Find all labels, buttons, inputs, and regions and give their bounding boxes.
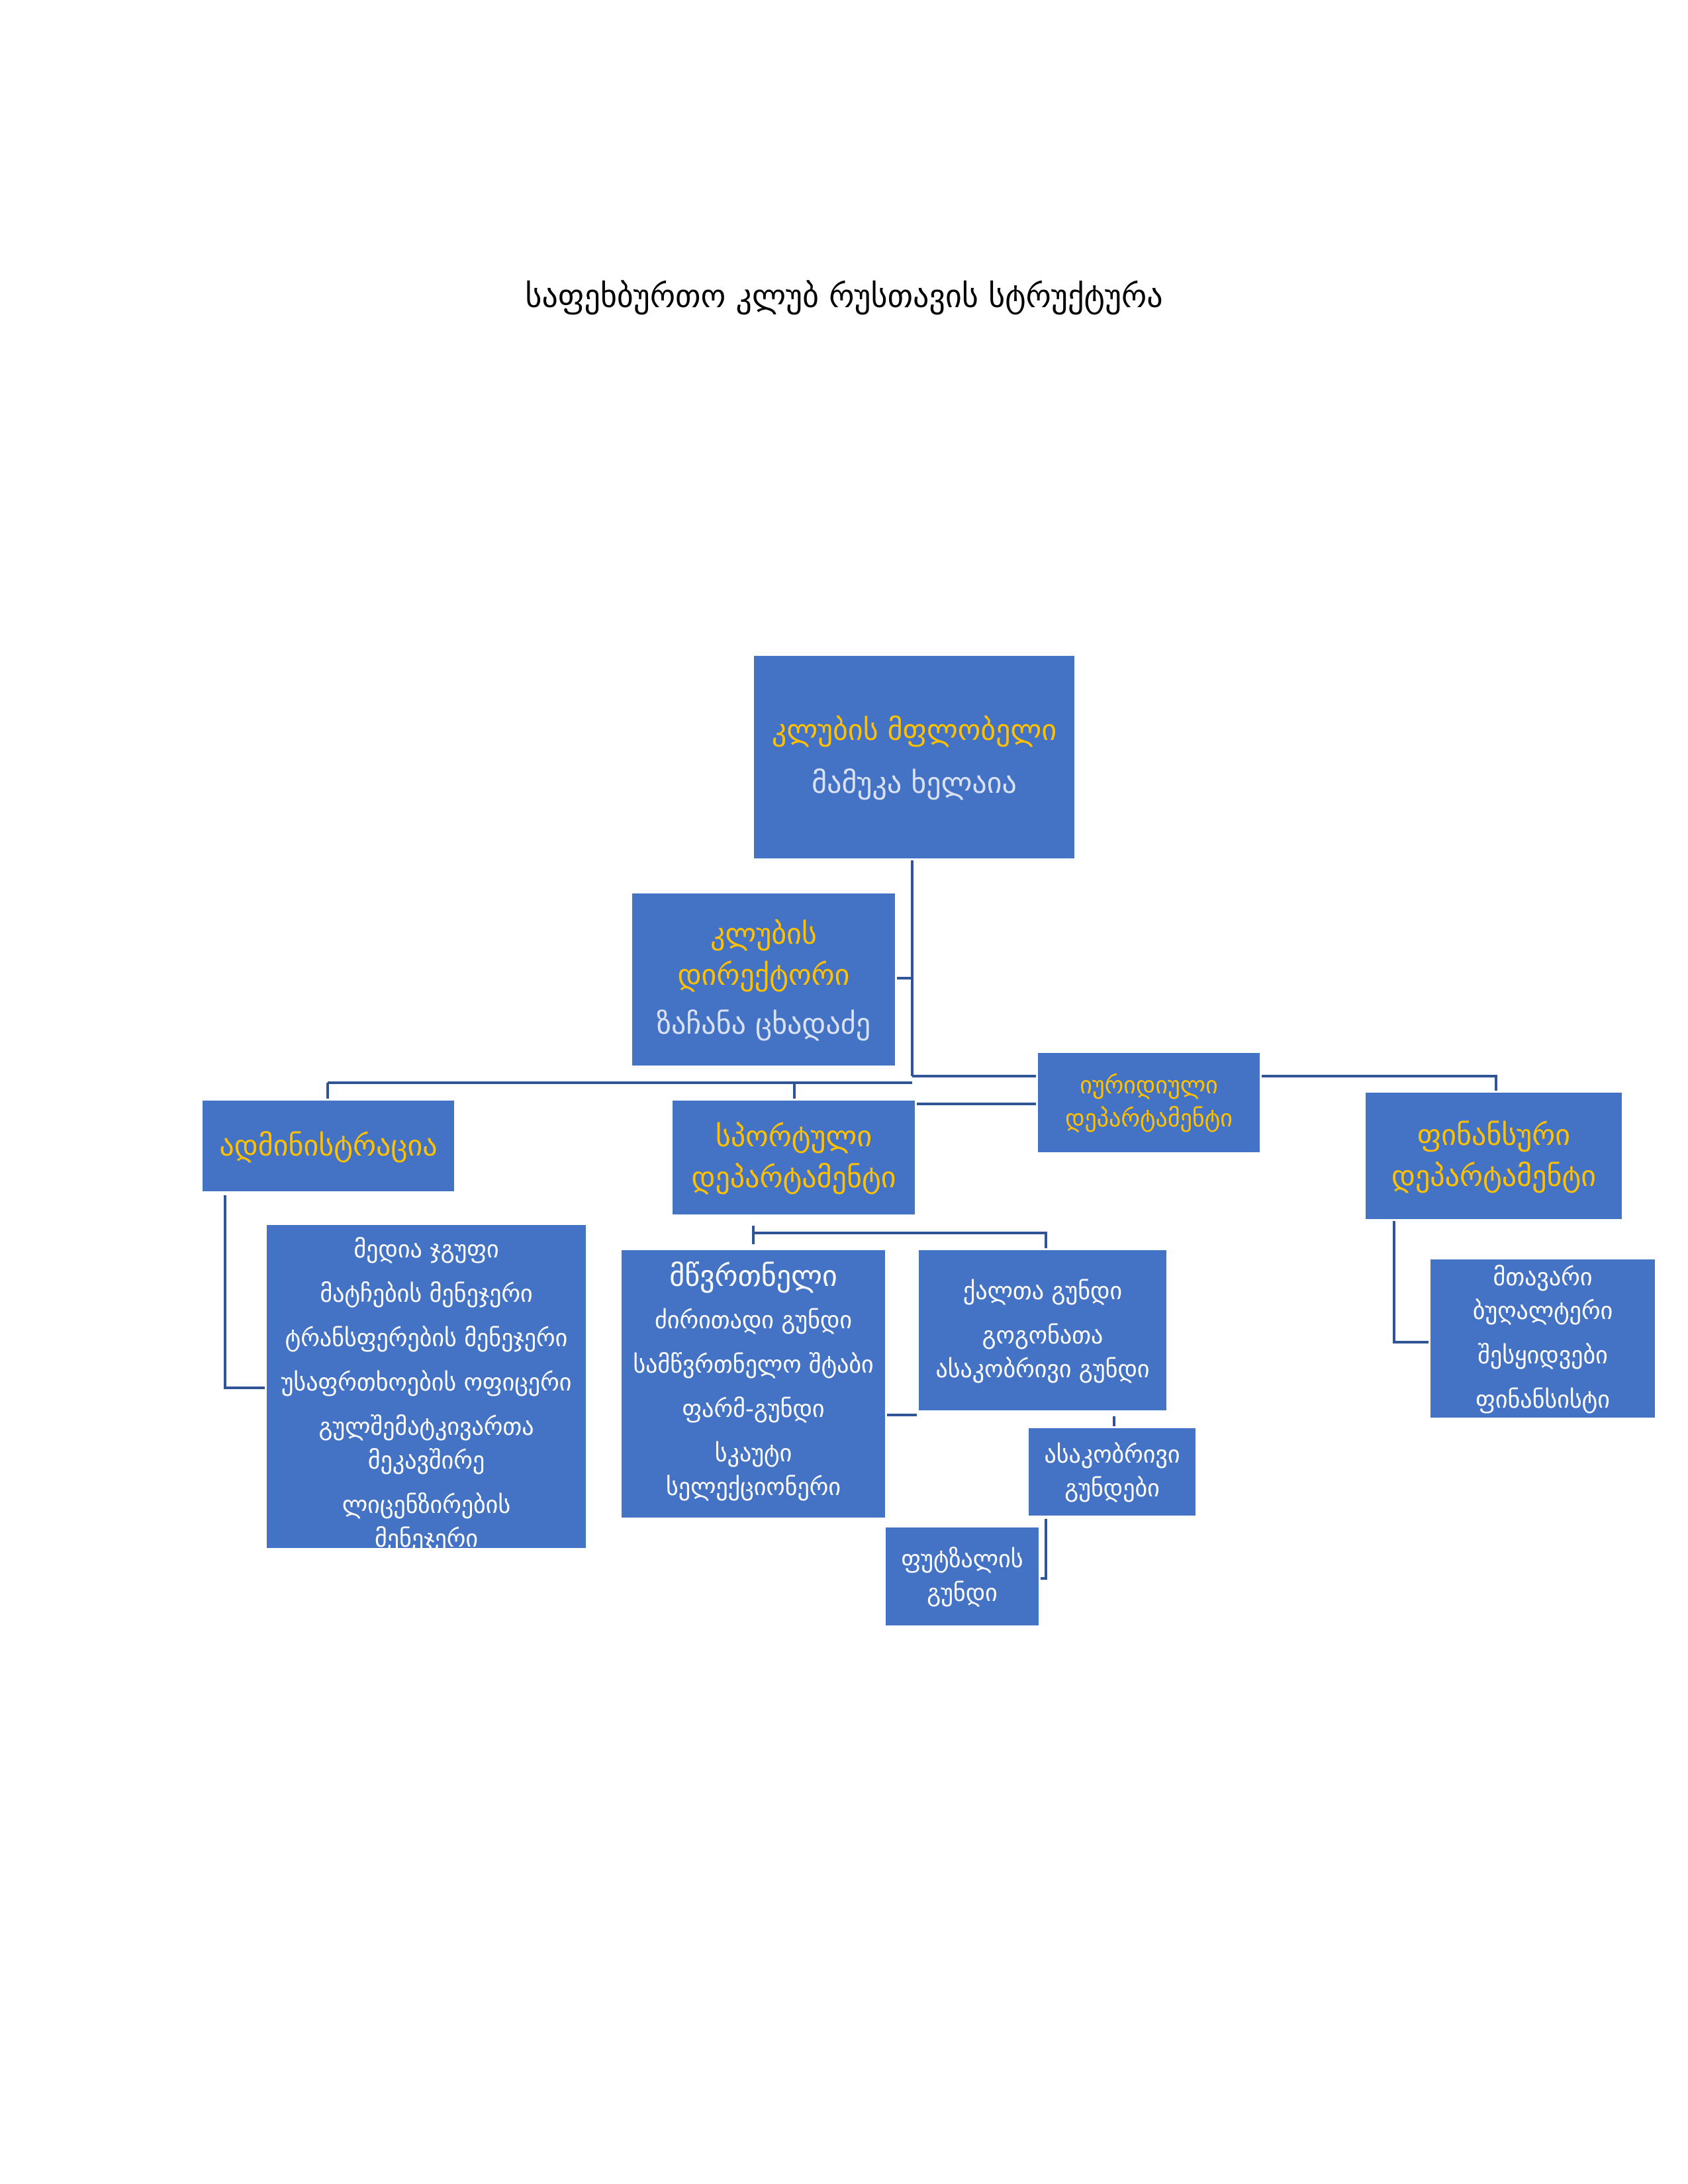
legal-line1: იურიდიული xyxy=(1080,1072,1218,1099)
owner-name: მამუკა ხელაია xyxy=(812,766,1017,800)
list-item: მთავარი ბუღალტერი xyxy=(1472,1263,1613,1325)
youth-teams-label: ასაკობრივი გუნდები xyxy=(1044,1441,1180,1502)
coach-title: მწვრთნელი xyxy=(669,1259,837,1293)
finance-staff-box[interactable]: მთავარი ბუღალტერი შესყიდვები ფინანსისტი xyxy=(1429,1257,1657,1420)
legal-department-box[interactable]: იურიდიული დეპარტამენტი xyxy=(1036,1051,1262,1154)
coach-box[interactable]: მწვრთნელი ძირითადი გუნდი სამწვრთნელო შტა… xyxy=(620,1248,887,1520)
director-name: ზაჩანა ცხადაძე xyxy=(656,1007,871,1041)
list-item: ძირითადი გუნდი xyxy=(655,1307,852,1334)
youth-teams-box[interactable]: ასაკობრივი გუნდები xyxy=(1027,1426,1197,1518)
page-title: საფეხბურთო კლუბ რუსთავის სტრუქტურა xyxy=(525,278,1163,315)
women-team-label: ქალთა გუნდი xyxy=(962,1277,1123,1305)
sports-line1: სპორტული xyxy=(715,1120,872,1154)
women-team-box[interactable]: ქალთა გუნდი გოგონათა ასაკობრივი გუნდი xyxy=(917,1248,1168,1412)
finance-line1: ფინანსური xyxy=(1417,1118,1571,1152)
list-item: უსაფრთხოების ოფიცერი xyxy=(281,1369,572,1396)
list-item: სამწვრთნელო შტაბი xyxy=(633,1351,874,1379)
list-item: მატჩების მენეჯერი xyxy=(320,1281,533,1308)
futsal-team-box[interactable]: ფუტზალის გუნდი xyxy=(884,1525,1041,1627)
list-item: მედია ჯგუფი xyxy=(353,1236,499,1263)
list-item: ფინანსისტი xyxy=(1476,1386,1610,1414)
administration-label: ადმინისტრაცია xyxy=(219,1128,438,1163)
list-item: ფარმ-გუნდი xyxy=(682,1396,825,1423)
list-item: ლიცენზირების მენეჯერი xyxy=(342,1492,511,1550)
administration-box[interactable]: ადმინისტრაცია xyxy=(201,1099,456,1193)
sports-line2: დეპარტამენტი xyxy=(691,1161,896,1195)
futsal-team-label: ფუტზალის გუნდი xyxy=(901,1546,1023,1607)
owner-box[interactable]: კლუბის მფლობელი მამუკა ხელაია xyxy=(752,654,1076,860)
girls-youth-team-label: გოგონათა ასაკობრივი გუნდი xyxy=(935,1322,1150,1383)
director-role-line2: დირექტორი xyxy=(677,958,850,992)
admin-staff-box[interactable]: მედია ჯგუფი მატჩების მენეჯერი ტრანსფერებ… xyxy=(265,1223,588,1550)
owner-role: კლუბის მფლობელი xyxy=(771,713,1057,747)
list-item: გულშემატკივართა მეკავშირე xyxy=(318,1414,534,1475)
legal-line2: დეპარტამენტი xyxy=(1065,1105,1233,1132)
list-item: სკაუტი სელექციონერი xyxy=(665,1440,841,1501)
sports-department-box[interactable]: სპორტული დეპარტამენტი xyxy=(671,1099,917,1216)
director-box[interactable]: კლუბის დირექტორი ზაჩანა ცხადაძე xyxy=(630,891,897,1068)
list-item: ტრანსფერების მენეჯერი xyxy=(285,1325,568,1352)
list-item: შესყიდვები xyxy=(1477,1342,1608,1369)
director-role-line1: კლუბის xyxy=(710,917,817,951)
finance-department-box[interactable]: ფინანსური დეპარტამენტი xyxy=(1364,1091,1624,1221)
finance-line2: დეპარტამენტი xyxy=(1391,1159,1597,1193)
